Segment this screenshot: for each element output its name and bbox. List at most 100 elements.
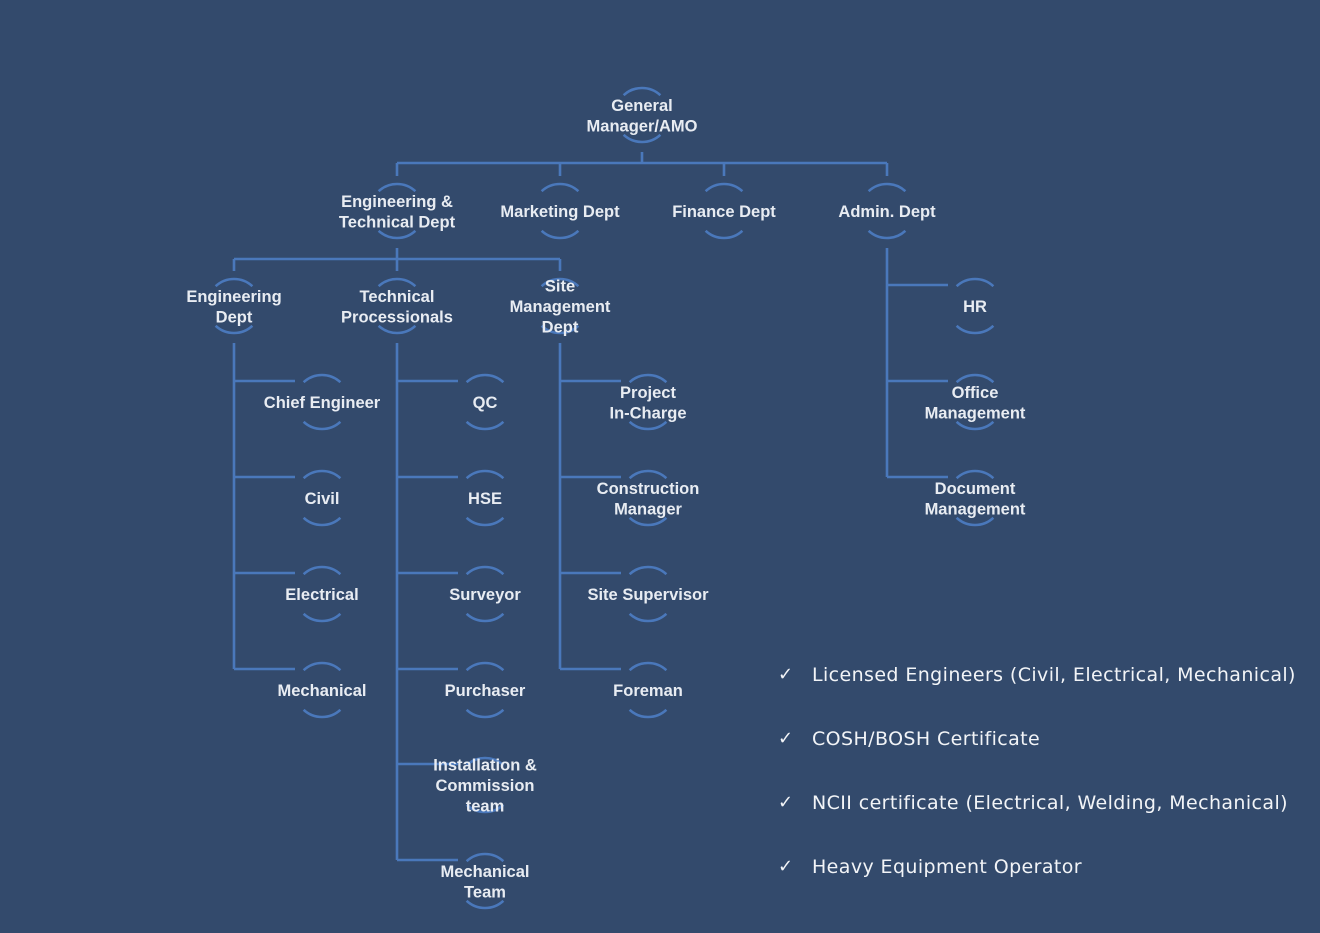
- qualification-item: ✓ NCII certificate (Electrical, Welding,…: [778, 786, 1296, 850]
- qualification-text: Licensed Engineers (Civil, Electrical, M…: [812, 664, 1296, 686]
- qualification-item: ✓ Licensed Engineers (Civil, Electrical,…: [778, 658, 1296, 722]
- node-arc-top: [214, 277, 254, 288]
- org-node-label: team: [466, 798, 505, 816]
- qualification-item: ✓ Heavy Equipment Operator: [778, 850, 1296, 914]
- org-node-label: QC: [473, 394, 498, 412]
- node-arc-top: [628, 469, 668, 480]
- org-node-electrical: Electrical: [285, 565, 359, 623]
- node-arc-top: [867, 182, 907, 193]
- org-node-label: Document: [935, 480, 1016, 498]
- org-node-qc: QC: [465, 373, 505, 431]
- org-node-label: Processionals: [341, 308, 453, 326]
- node-arc-bottom: [955, 324, 995, 335]
- node-arc-bottom: [302, 612, 342, 623]
- org-node-label: Mechanical: [441, 863, 530, 881]
- node-arc-bottom: [465, 612, 505, 623]
- org-node-label: Management: [925, 500, 1026, 518]
- org-node-hse: HSE: [465, 469, 505, 527]
- node-arc-top: [955, 373, 995, 384]
- org-node-label: Finance Dept: [672, 203, 776, 221]
- org-node-label: Project: [620, 384, 676, 402]
- node-arc-top: [465, 661, 505, 672]
- org-node-label: Dept: [216, 308, 253, 326]
- org-node-label: Chief Engineer: [264, 394, 381, 412]
- org-node-label: Commission: [435, 777, 534, 795]
- org-node-label: Construction: [597, 480, 700, 498]
- org-node-label: Management: [510, 298, 611, 316]
- node-arc-bottom: [302, 516, 342, 527]
- node-arc-bottom: [704, 229, 744, 240]
- org-node-label: Site Supervisor: [587, 586, 709, 604]
- node-arc-bottom: [540, 324, 580, 335]
- qualification-text: COSH/BOSH Certificate: [812, 728, 1041, 750]
- node-arc-top: [302, 373, 342, 384]
- node-arc-top: [628, 373, 668, 384]
- org-node-label: Engineering: [186, 288, 281, 306]
- node-arc-top: [302, 661, 342, 672]
- node-arc-top: [628, 661, 668, 672]
- node-arc-bottom: [465, 420, 505, 431]
- node-arc-top: [377, 277, 417, 288]
- org-node-label: HR: [963, 298, 987, 316]
- org-node-civil: Civil: [302, 469, 342, 527]
- node-arc-bottom: [214, 324, 254, 335]
- node-arc-bottom: [465, 803, 505, 814]
- org-node-site-supervisor: Site Supervisor: [587, 565, 709, 623]
- org-node-finance: Finance Dept: [672, 182, 776, 240]
- checkmark-icon: ✓: [778, 792, 794, 813]
- org-node-label: Dept: [542, 319, 579, 337]
- org-node-label: Manager/AMO: [587, 117, 698, 135]
- org-node-label: Team: [464, 883, 506, 901]
- node-arc-top: [628, 565, 668, 576]
- node-arc-bottom: [628, 420, 668, 431]
- checkmark-icon: ✓: [778, 728, 794, 749]
- qualifications-list: ✓ Licensed Engineers (Civil, Electrical,…: [778, 658, 1296, 914]
- org-node-label: Marketing Dept: [500, 203, 620, 221]
- node-arc-top: [465, 756, 505, 767]
- node-arc-top: [955, 277, 995, 288]
- node-arc-bottom: [628, 708, 668, 719]
- node-arc-top: [377, 182, 417, 193]
- node-arc-top: [540, 182, 580, 193]
- node-arc-bottom: [622, 133, 662, 144]
- node-arc-bottom: [465, 899, 505, 910]
- org-node-label: Electrical: [285, 586, 358, 604]
- node-arc-top: [302, 565, 342, 576]
- org-node-label: Manager: [614, 500, 682, 518]
- node-arc-top: [622, 86, 662, 97]
- node-arc-bottom: [302, 708, 342, 719]
- node-arc-bottom: [465, 708, 505, 719]
- org-node-label: Technical Dept: [339, 213, 456, 231]
- node-arc-bottom: [377, 324, 417, 335]
- org-node-label: Purchaser: [445, 682, 526, 700]
- node-arc-bottom: [867, 229, 907, 240]
- org-node-purchaser: Purchaser: [445, 661, 526, 719]
- org-node-label: Foreman: [613, 682, 683, 700]
- org-node-label: Mechanical: [278, 682, 367, 700]
- node-arc-top: [465, 469, 505, 480]
- org-node-label: In-Charge: [609, 404, 686, 422]
- node-arc-bottom: [540, 229, 580, 240]
- org-node-label: Engineering &: [341, 193, 453, 211]
- node-arc-top: [704, 182, 744, 193]
- org-node-marketing: Marketing Dept: [500, 182, 620, 240]
- org-node-label: General: [611, 97, 672, 115]
- node-arc-bottom: [955, 420, 995, 431]
- org-node-install-commission: Installation & Commission team: [433, 757, 537, 816]
- org-node-label: Installation &: [433, 757, 537, 775]
- org-node-label: Civil: [305, 490, 340, 508]
- qualification-item: ✓ COSH/BOSH Certificate: [778, 722, 1296, 786]
- node-arc-bottom: [628, 612, 668, 623]
- org-node-label: Site: [545, 278, 575, 296]
- org-node-label: Office: [952, 384, 999, 402]
- checkmark-icon: ✓: [778, 664, 794, 685]
- org-node-mechanical: Mechanical: [278, 661, 367, 719]
- node-arc-bottom: [955, 516, 995, 527]
